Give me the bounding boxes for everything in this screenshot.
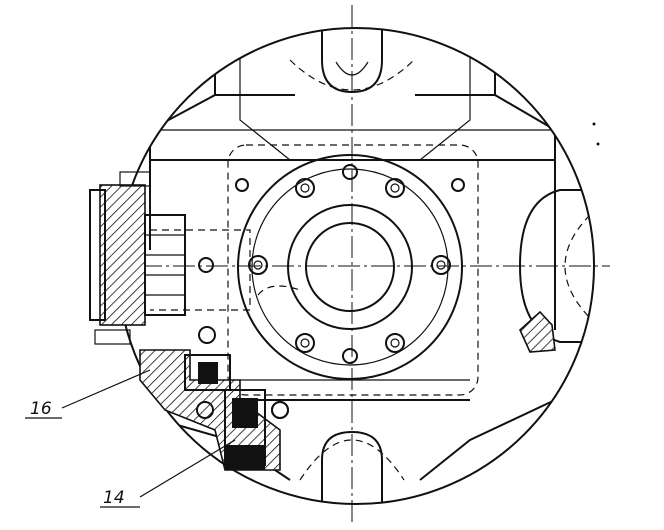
connector-block [89, 171, 186, 345]
bore-outer [287, 204, 413, 330]
flange-bolts [248, 164, 451, 364]
lower-section-hatched [139, 349, 289, 471]
leader-16 [61, 369, 151, 409]
flange-inner-ring [251, 168, 449, 366]
callout-16: 16 [30, 399, 52, 419]
right-insert [519, 310, 556, 353]
leader-14 [139, 439, 236, 498]
bore-inner [305, 222, 395, 312]
callout-14: 14 [103, 488, 125, 508]
body-frame [149, 28, 594, 504]
flange-outer [237, 154, 463, 380]
